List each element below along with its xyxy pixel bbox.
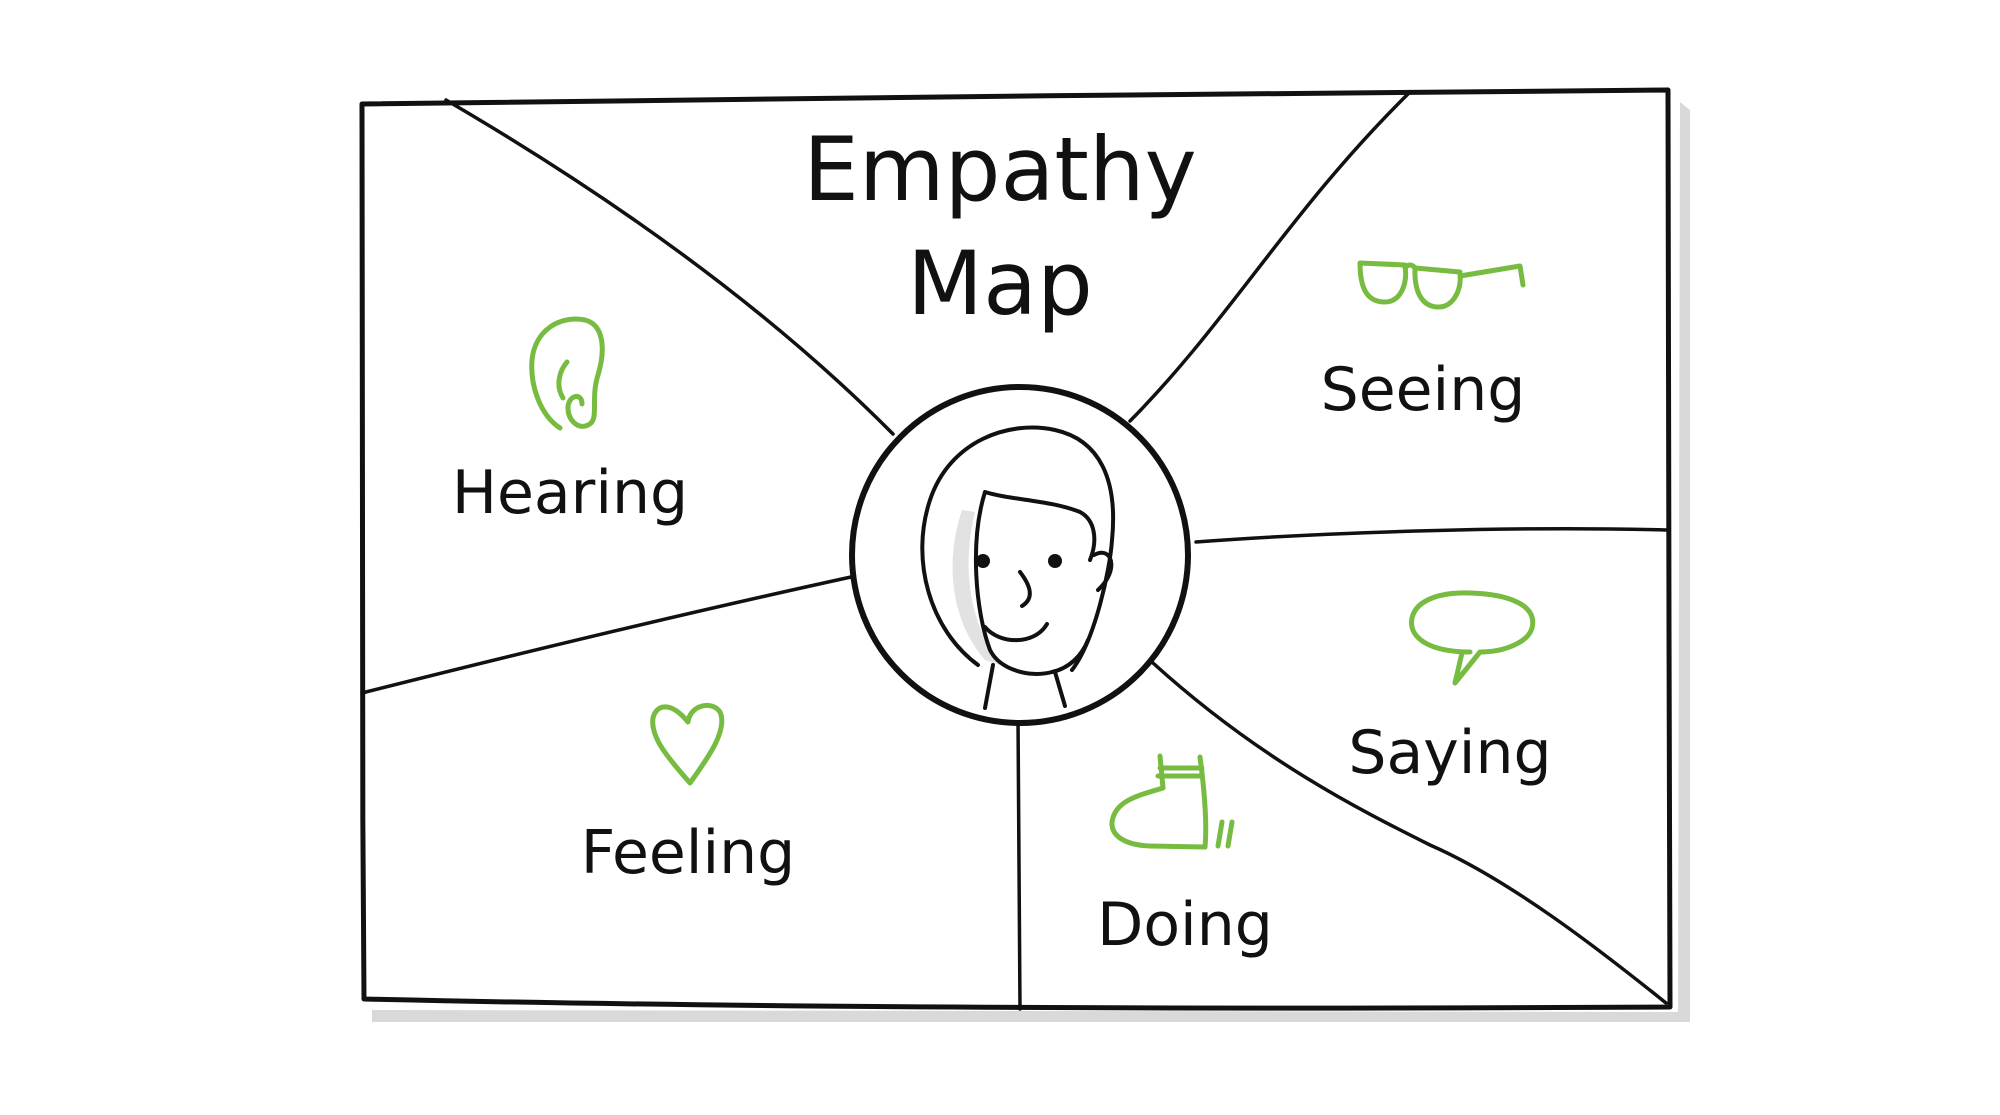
section-hearing: Hearing — [452, 316, 688, 528]
title-line-1: Empathy — [803, 118, 1196, 221]
divider-top-left — [444, 98, 895, 436]
board-border — [358, 87, 1673, 1011]
boot-icon — [1109, 753, 1235, 850]
glasses-icon — [1357, 260, 1526, 310]
doing-label: Doing — [1097, 890, 1273, 960]
section-feeling: Feeling — [581, 702, 796, 888]
hearing-label: Hearing — [452, 458, 688, 528]
center-person — [849, 384, 1191, 726]
divider-right — [1194, 527, 1668, 544]
heart-icon — [650, 702, 725, 786]
divider-left — [360, 575, 853, 695]
seeing-label: Seeing — [1321, 355, 1526, 425]
divider-bottom — [1016, 716, 1022, 1011]
ear-icon — [529, 316, 605, 431]
person-face-icon — [920, 425, 1116, 710]
title-line-2: Map — [907, 232, 1093, 335]
feeling-label: Feeling — [581, 818, 796, 888]
divider-bottom-right — [1151, 661, 1668, 1005]
section-seeing: Seeing — [1321, 260, 1526, 425]
section-doing: Doing — [1097, 753, 1273, 960]
section-saying: Saying — [1348, 590, 1552, 788]
divider-top-right — [1128, 90, 1412, 423]
saying-label: Saying — [1348, 718, 1551, 788]
speech-bubble-icon — [1409, 590, 1536, 686]
